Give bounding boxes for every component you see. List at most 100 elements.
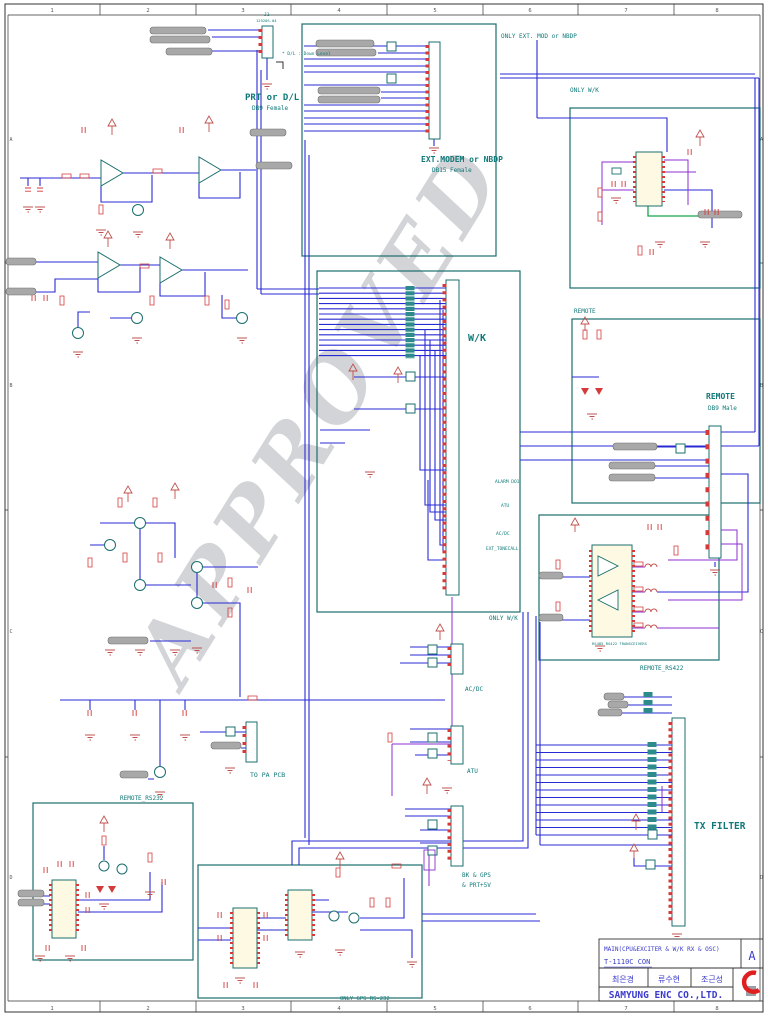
net-tags xyxy=(5,26,743,907)
zone-left-c: C xyxy=(9,629,12,635)
prt-subtitle: DB9 Female xyxy=(252,105,289,112)
wk-top-right-box xyxy=(569,107,761,289)
rs422-receiver-symbol xyxy=(596,589,619,611)
zone-top-7: 7 xyxy=(624,8,627,14)
group-atu-label: ATU xyxy=(501,503,509,509)
wk-osc-ic xyxy=(635,151,663,207)
zone-left-a: A xyxy=(9,137,12,143)
vcc-arrows xyxy=(99,115,705,868)
ext-modem-subtitle: DB15 Female xyxy=(432,167,472,174)
connectors xyxy=(242,25,722,927)
pa-label: TO PA PCB xyxy=(250,771,285,779)
rs232-driver-ic xyxy=(51,879,77,939)
gps-rs232-box xyxy=(197,864,423,999)
approver-1: 최은경 xyxy=(612,974,634,984)
prt-connector xyxy=(261,25,274,59)
zone-bottom-6: 6 xyxy=(528,1006,531,1012)
zone-bottom-8: 8 xyxy=(715,1006,718,1012)
zone-left-b: B xyxy=(9,383,12,389)
zone-bottom-5: 5 xyxy=(433,1006,436,1012)
wk-only-mid-note: ONLY W/K xyxy=(489,615,518,622)
rs422-driver-symbol xyxy=(597,555,620,577)
acdc-connector xyxy=(450,643,464,675)
approved-watermark: APPROVED xyxy=(111,128,525,706)
op-amps xyxy=(97,156,222,284)
zone-top-8: 8 xyxy=(715,8,718,14)
filters xyxy=(225,41,686,871)
zone-top-3: 3 xyxy=(241,8,244,14)
db15-connector xyxy=(428,41,441,140)
prt-note: * D/L : Down Level xyxy=(282,51,331,57)
wires-blue xyxy=(12,29,760,958)
hook-symbol xyxy=(276,61,284,69)
atu-connector xyxy=(450,725,464,765)
tx-filter-label: TX FILTER xyxy=(694,821,746,832)
zone-top-4: 4 xyxy=(337,8,341,14)
inductors xyxy=(644,563,658,629)
schematic-labels: PRT or D/L DB9 Female * D/L : Down Level… xyxy=(120,12,746,1002)
remote-db9-connector xyxy=(708,425,722,559)
remote-rs422-box xyxy=(538,514,720,661)
remote-conn-subtitle: DB9 Male xyxy=(708,405,737,412)
title-block: MAIN(CPU&EXCITER & W/K RX & OSC) T-1110C… xyxy=(598,938,764,1002)
gps-driver-ic-1 xyxy=(232,907,258,969)
transistors xyxy=(72,204,360,924)
prt-title: PRT or D/L xyxy=(245,93,300,103)
zone-top-6: 6 xyxy=(528,8,531,14)
zone-bottom-2: 2 xyxy=(146,1006,149,1012)
zone-right-d: D xyxy=(760,875,763,881)
acdc-conn-label: AC/DC xyxy=(465,686,483,693)
company-name: SAMYUNG ENC CO.,LTD. xyxy=(609,990,723,1001)
zone-bottom-4: 4 xyxy=(337,1006,341,1012)
wk-main-box xyxy=(316,270,521,613)
wk-connector xyxy=(445,279,460,596)
remote-rs232-box xyxy=(32,802,194,961)
group-acdc-label: AC/DC xyxy=(496,531,510,537)
zone-bottom-3: 3 xyxy=(241,1006,244,1012)
zone-top-1: 1 xyxy=(50,8,53,14)
company-logo xyxy=(741,970,761,996)
zone-right-a: A xyxy=(760,137,763,143)
rs422-ic-label: RS485 RS422 TRANSCEIVERS xyxy=(592,641,648,646)
zone-top-5: 5 xyxy=(433,8,436,14)
capacitors xyxy=(25,127,719,988)
ext-modem-box xyxy=(301,23,497,257)
crystal xyxy=(611,167,622,175)
section-boxes xyxy=(32,23,761,999)
tx-connector xyxy=(671,717,686,927)
bk-gps-conn-label-2: & PRT+5V xyxy=(462,882,491,889)
diodes xyxy=(96,388,603,893)
zone-right-c: C xyxy=(760,629,763,635)
group-tonecall-label: EXT_TONECALL xyxy=(486,546,519,552)
bk-gps-conn-label: BK & GPS xyxy=(462,872,491,879)
resistors xyxy=(59,168,679,908)
purple-filter-box xyxy=(423,849,436,871)
ic-chips xyxy=(49,151,665,969)
group-alarm-label: ALARM DO1 xyxy=(495,479,520,485)
j1-ref: J1 xyxy=(264,12,270,18)
components xyxy=(23,61,720,988)
zone-right-b: B xyxy=(760,383,763,389)
doc-title: MAIN(CPU&EXCITER & W/K RX & OSC) xyxy=(604,946,720,953)
wk-big-label: W/K xyxy=(468,333,486,344)
wk-only-top-note: ONLY W/K xyxy=(570,87,599,94)
j1-part: 12520S-04 xyxy=(256,18,277,23)
remote-conn-title: REMOTE xyxy=(706,392,735,401)
gps-driver-ic-2 xyxy=(287,889,313,941)
grounds xyxy=(23,83,720,984)
zone-labels: 1 2 3 4 5 6 7 8 1 2 3 4 5 6 7 8 A B C D … xyxy=(9,8,763,1012)
doc-number: T-1110C CON xyxy=(604,958,650,966)
bk-gps-connector xyxy=(450,805,464,867)
wire-green xyxy=(647,206,698,217)
rs422-box-label: REMOTE_RS422 xyxy=(640,665,684,672)
approver-3: 조근성 xyxy=(701,975,723,984)
approver-2: 류수현 xyxy=(658,975,680,984)
remote-box xyxy=(571,318,761,504)
pa-connector xyxy=(245,721,258,763)
zone-bottom-1: 1 xyxy=(50,1006,53,1012)
gps-box-label: ONLY GPS RS-232 xyxy=(340,996,390,1002)
zone-left-d: D xyxy=(9,875,12,881)
remote-box-label: REMOTE xyxy=(574,308,596,315)
ext-only-note: ONLY EXT. MOD or NBDP xyxy=(501,33,577,40)
